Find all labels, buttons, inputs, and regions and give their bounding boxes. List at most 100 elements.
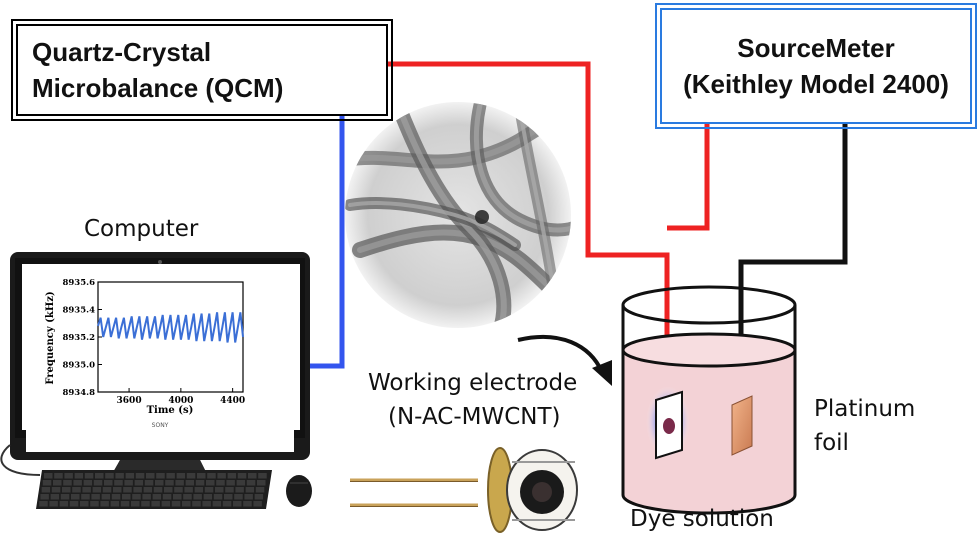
keyboard-key [115,473,124,479]
keyboard-key [50,494,60,500]
y-tick-label: 8934.8 [62,388,95,398]
keyboard-key [195,480,205,486]
frequency-series-line [97,312,244,343]
keyboard-key [164,487,173,493]
keyboard-key [113,487,122,493]
keyboard-key [175,480,184,486]
keyboard-key [125,473,135,479]
keyboard-key [82,487,91,493]
keyboard-key [104,480,113,486]
keyboard-key [83,480,93,486]
y-tick-label: 8935.0 [62,361,95,371]
foil-label: foil [814,430,849,456]
keyboard-key [111,494,121,500]
keyboard-key [135,473,145,479]
keyboard-key [80,501,89,507]
keyboard-key [173,494,182,500]
keyboard-key [69,501,79,507]
keyboard-key [248,473,257,479]
keyboard-key [207,473,216,479]
working-electrode-label: Working electrode [368,370,578,396]
keyboard [36,470,272,509]
keyboard-key [224,494,233,500]
keyboard-key [174,487,183,493]
keyboard-key [155,480,164,486]
qcm-box: Quartz-Crystal Microbalance (QCM) [11,19,393,121]
keyboard-key [203,494,213,500]
keyboard-key [42,480,52,486]
keyboard-key [142,494,151,500]
keyboard-key [54,473,63,479]
keyboard-key [44,473,53,479]
keyboard-key [74,473,84,479]
keyboard-key [186,473,196,479]
keyboard-key [122,494,131,500]
keyboard-key [134,480,144,486]
keyboard-key [156,473,165,479]
mouse [286,475,312,507]
keyboard-key [51,487,61,493]
x-tick-label: 4000 [168,396,193,406]
keyboard-key [212,501,222,507]
keyboard-key [183,494,192,500]
keyboard-key [253,501,262,507]
monitor-brand: SONY [152,422,169,429]
keyboard-key [133,487,142,493]
keyboard-key [222,501,232,507]
keyboard-key [192,501,201,507]
y-tick-label: 8935.2 [62,333,95,343]
y-axis-label: Frequency (kHz) [45,291,56,384]
keyboard-key [176,473,186,479]
working-electrode [646,386,690,460]
keyboard-key [114,480,123,486]
keyboard-key [246,480,256,486]
keyboard-key [234,494,243,500]
keyboard-key [258,473,267,479]
keyboard-key [91,494,100,500]
beaker [621,285,797,515]
black-wire [738,124,848,398]
keyboard-key [202,501,211,507]
keyboard-key [92,487,102,493]
keyboard-key [64,473,73,479]
keyboard-key [213,494,223,500]
sourcemeter-title-line2: (Keithley Model 2400) [683,69,949,99]
keyboard-key [171,501,181,507]
keyboard-key [184,487,193,493]
qcm-crystal [350,447,578,533]
keyboard-key [162,494,172,500]
keyboard-key [120,501,130,507]
computer-label: Computer [84,216,199,242]
keyboard-key [124,480,133,486]
keyboard-key [153,487,163,493]
keyboard-key [95,473,104,479]
keyboard-key [255,487,265,493]
keyboard-key [144,480,154,486]
y-tick-label: 8935.6 [62,278,95,288]
keyboard-key [105,473,114,479]
keyboard-key [73,480,82,486]
keyboard-key [62,487,71,493]
keyboard-key [81,494,90,500]
red-wire-qcm [388,61,670,385]
dye-solution-label: Dye solution [630,506,774,532]
keyboard-key [141,501,150,507]
keyboard-key [204,487,214,493]
platinum-foil [731,395,753,456]
platinum-label: Platinum [814,396,916,422]
keyboard-key [217,473,226,479]
keyboard-key [53,480,62,486]
keyboard-key [123,487,132,493]
keyboard-key [152,494,162,500]
keyboard-key [194,487,204,493]
keyboard-key [216,480,225,486]
keyboard-key [151,501,160,507]
keyboard-key [185,480,195,486]
working-electrode-material-label: (N-AC-MWCNT) [388,404,561,430]
keyboard-key [245,487,255,493]
keyboard-key [60,494,70,500]
y-tick-label: 8935.4 [62,306,95,316]
keyboard-key [193,494,202,500]
